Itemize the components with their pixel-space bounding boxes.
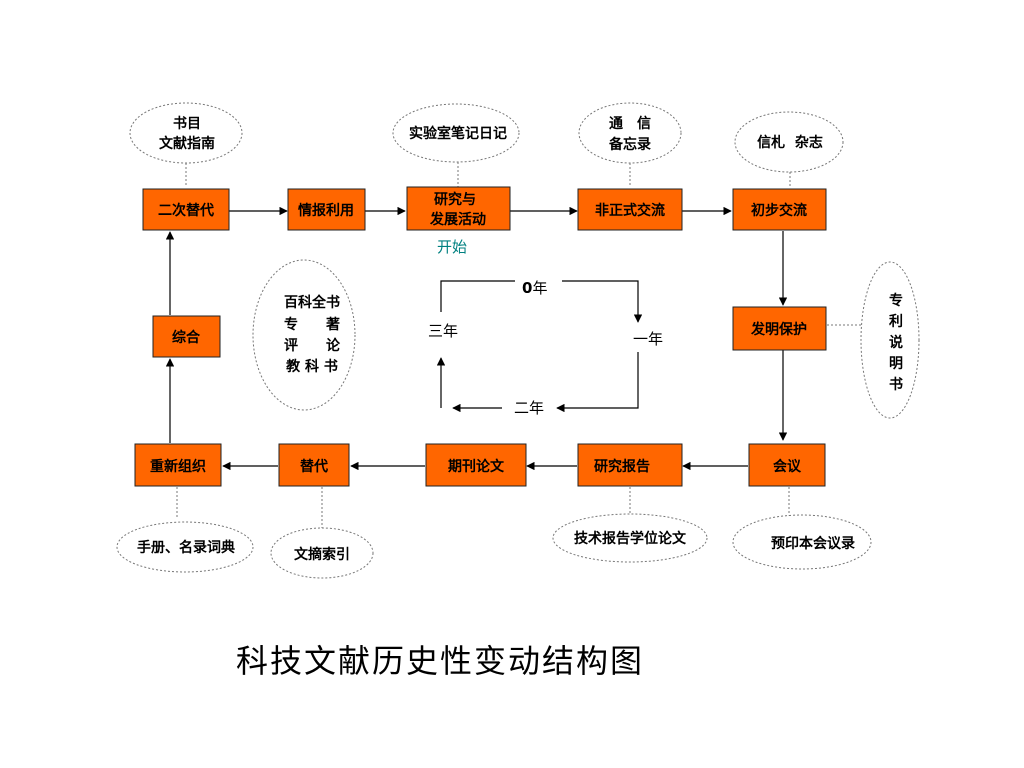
ellipse-tech-report: 技术报告学位论文 (552, 513, 708, 563)
ellipse-bibliography: 书目 文献指南 (129, 102, 243, 164)
box-research-report: 研究报告 (577, 443, 683, 487)
svg-text:文献指南: 文献指南 (159, 135, 215, 152)
cycle-year1: 一年 (633, 330, 663, 348)
svg-text:书目: 书目 (173, 115, 201, 132)
svg-text:利: 利 (889, 313, 903, 330)
ellipse-handbooks: 手册、名录词典 (116, 521, 254, 573)
box-comprehensive: 综合 (152, 315, 221, 358)
svg-text:说: 说 (889, 334, 903, 351)
svg-text:书: 书 (889, 376, 903, 393)
ellipse-patent: 专 利 说 明 书 (860, 261, 920, 419)
svg-text:研究与: 研究与 (434, 191, 476, 208)
svg-text:综合: 综合 (172, 329, 201, 346)
svg-text:教 科 书: 教 科 书 (286, 358, 338, 375)
box-reorganize: 重新组织 (134, 443, 222, 487)
svg-text:专 著: 专 著 (284, 316, 340, 333)
svg-text:非正式交流: 非正式交流 (595, 202, 665, 219)
time-cycle: 0年 一年 二年 三年 (428, 279, 663, 417)
svg-text:研究报告: 研究报告 (594, 458, 650, 475)
svg-text:专: 专 (889, 292, 903, 309)
svg-text:备忘录: 备忘录 (608, 136, 651, 153)
ellipse-abstracts: 文摘索引 (270, 527, 374, 579)
box-journal-paper: 期刊论文 (425, 443, 527, 487)
diagram-title: 科技文献历史性变动结构图 (235, 642, 644, 680)
flow-arrows (165, 206, 788, 471)
box-invention-protection: 发明保护 (732, 306, 827, 351)
svg-text:发展活动: 发展活动 (429, 211, 486, 228)
svg-text:期刊论文: 期刊论文 (448, 458, 505, 475)
svg-text:情报利用: 情报利用 (298, 202, 354, 219)
svg-text:信札 杂志: 信札 杂志 (757, 134, 823, 151)
box-substitute: 替代 (278, 443, 350, 487)
ellipse-connectors (176, 162, 861, 528)
svg-text:替代: 替代 (300, 458, 328, 475)
ellipse-letters: 信札 杂志 (734, 111, 844, 173)
box-initial-exchange: 初步交流 (732, 188, 827, 231)
cycle-year0: 0年 (522, 279, 547, 297)
svg-text:初步交流: 初步交流 (751, 202, 807, 219)
svg-text:发明保护: 发明保护 (750, 321, 807, 338)
ellipse-preprint: 预印本会议录 (732, 514, 872, 570)
svg-text:会议: 会议 (773, 458, 802, 475)
ellipse-lab-notes: 实验室笔记日记 (392, 103, 520, 163)
svg-text:实验室笔记日记: 实验室笔记日记 (409, 125, 507, 142)
box-informal-exchange: 非正式交流 (577, 188, 683, 231)
box-rd-activity: 研究与 发展活动 (406, 186, 511, 231)
cycle-year3: 三年 (428, 322, 458, 340)
svg-text:手册、名录词典: 手册、名录词典 (137, 539, 235, 556)
svg-text:评 论: 评 论 (284, 337, 341, 354)
svg-text:通 信: 通 信 (609, 115, 651, 132)
start-label: 开始 (437, 238, 467, 256)
svg-text:二次替代: 二次替代 (158, 202, 214, 219)
svg-text:技术报告学位论文: 技术报告学位论文 (574, 530, 687, 547)
box-conference: 会议 (748, 443, 826, 487)
box-secondary-substitute: 二次替代 (142, 188, 230, 231)
svg-text:明: 明 (889, 356, 903, 372)
box-info-use: 情报利用 (287, 188, 366, 231)
cycle-year2: 二年 (514, 399, 544, 417)
ellipse-communication: 通 信 备忘录 (578, 102, 682, 164)
svg-text:百科全书: 百科全书 (284, 294, 340, 311)
svg-text:重新组织: 重新组织 (150, 458, 206, 475)
ellipse-encyclopedia: 百科全书 专 著 评 论 教 科 书 (252, 259, 356, 411)
svg-text:预印本会议录: 预印本会议录 (771, 535, 855, 552)
svg-text:文摘索引: 文摘索引 (294, 546, 350, 563)
